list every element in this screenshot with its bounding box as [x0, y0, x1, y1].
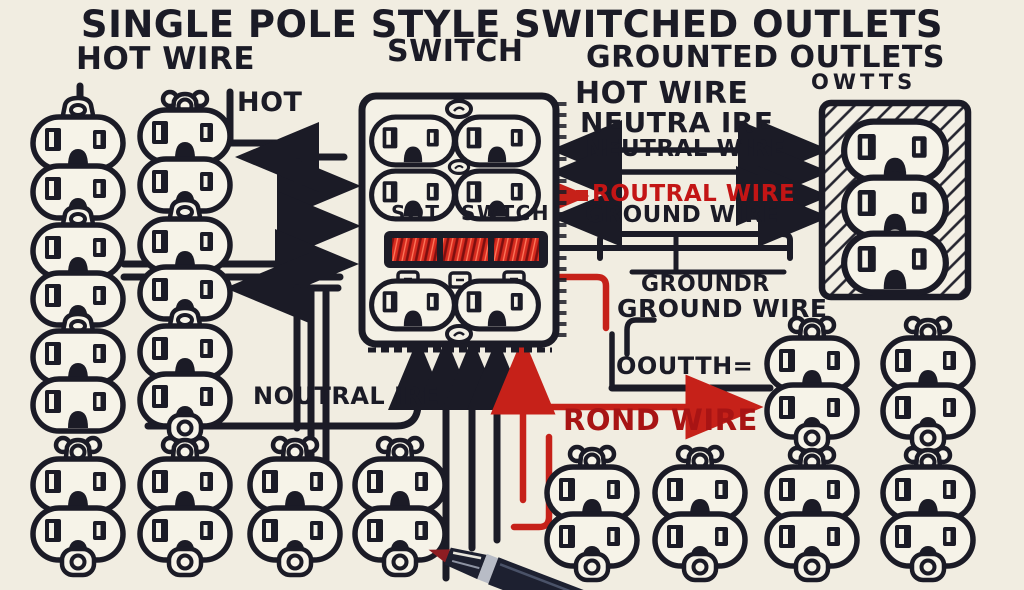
label-routral-wire: ROUTRAL WIRE [592, 181, 796, 207]
header-switch: SWITCH [387, 34, 524, 69]
label-oouth: OOUTTH= [616, 352, 754, 380]
label-neutra-ire: NEUTRA IRE [580, 106, 774, 139]
mid-right-outlet-columns [767, 318, 973, 580]
marker-pen [428, 547, 611, 590]
switch-panel [358, 92, 567, 353]
label-noutral-ire: NOUTRAL IRE [253, 382, 440, 410]
label-groundr: GROUNDR [641, 272, 770, 297]
label-owtts: OWTTS [811, 70, 917, 94]
grounded-outlet-plate [818, 99, 972, 301]
switch-toggle-strip[interactable] [384, 231, 548, 268]
outlet-column-b [140, 92, 230, 441]
label-neutral-wire: NEUTRAL WIRE [585, 136, 786, 162]
diagram-title: SINGLE POLE STYLE SWITCHED OUTLETS [80, 3, 944, 46]
routral-red-square [576, 190, 588, 201]
label-ground-wire-small: GROUND WIRE [585, 202, 780, 228]
label-hot-wire: HOT WIRE [575, 76, 749, 111]
bottom-right-outlet-row [547, 447, 745, 580]
label-rond-wire: ROND WIRE [563, 403, 758, 437]
label-ground-wire-large: GROUND WIRE [617, 294, 828, 323]
red-wires [490, 163, 764, 531]
label-hot: HOT [237, 87, 303, 118]
outlet-column-a [33, 98, 123, 431]
header-hot-wire: HOT WIRE [76, 41, 256, 77]
header-grounded-outlets: GROUNTED OUTLETS [586, 40, 946, 75]
switch-plate-label: SOT SWTCH [391, 201, 551, 225]
bottom-left-outlet-row [33, 438, 445, 575]
